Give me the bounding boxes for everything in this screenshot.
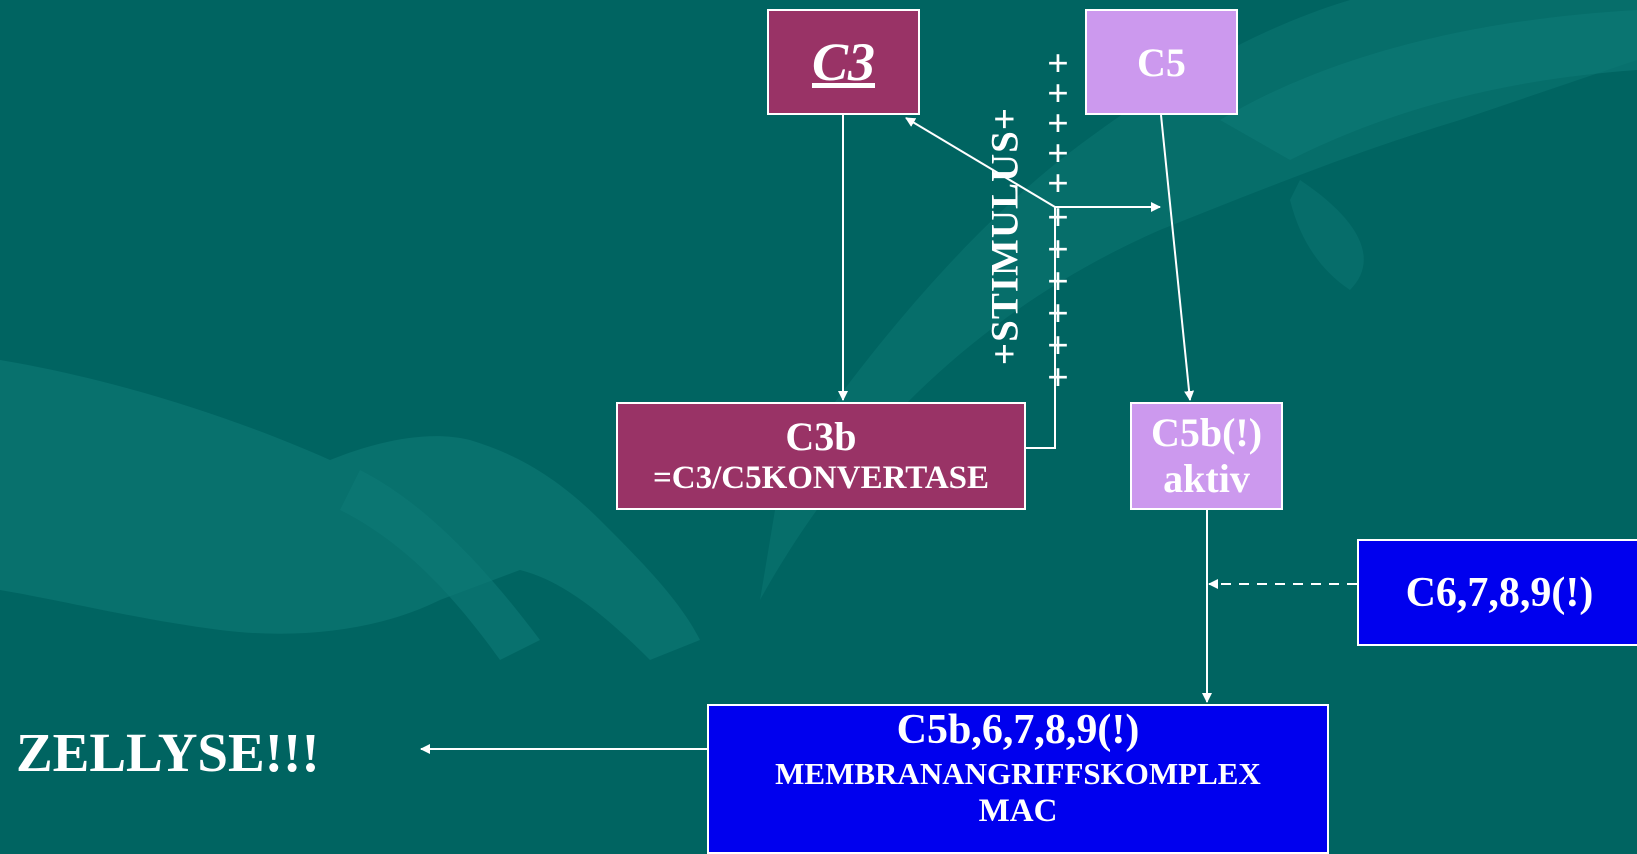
- mac-components-label: C5b,6,7,8,9(!): [896, 707, 1140, 753]
- arrow-c5-to-c5b: [1160, 114, 1195, 401]
- box-c6789: C6,7,8,9(!): [1357, 539, 1637, 646]
- plus-sign: +: [1047, 229, 1069, 271]
- plus-sign: +: [1047, 43, 1069, 85]
- c5-label: C5: [1137, 39, 1186, 85]
- box-c5b-active: C5b(!) aktiv: [1130, 402, 1283, 510]
- plus-sign: +: [1047, 197, 1069, 239]
- box-mac: C5b,6,7,8,9(!) MEMBRANANGRIFFSKOMPLEX MA…: [707, 704, 1329, 854]
- plus-sign: +: [1047, 293, 1069, 335]
- plus-sign: +: [1047, 357, 1069, 399]
- plus-sign: +: [1047, 133, 1069, 175]
- c3b-label: C3b: [785, 414, 857, 460]
- plus-sign: +: [1047, 261, 1069, 303]
- box-c3: C3: [767, 9, 920, 115]
- plus-sign: +: [1047, 163, 1069, 205]
- box-c3b-convertase: C3b =C3/C5KONVERTASE: [616, 402, 1026, 510]
- box-c5: C5: [1085, 9, 1238, 115]
- plus-sign: +: [1047, 73, 1069, 115]
- mac-name-label: MEMBRANANGRIFFSKOMPLEX: [775, 755, 1261, 791]
- c5b-active-label: aktiv: [1163, 456, 1250, 501]
- plus-sign: +: [1047, 103, 1069, 145]
- zellyse-result-label: ZELLYSE!!!: [16, 722, 320, 783]
- c6789-label: C6,7,8,9(!): [1405, 569, 1594, 616]
- arrow-stimulus-to-c3: [905, 117, 1056, 208]
- connector-c3b-to-stimulus: [1026, 207, 1056, 449]
- c5b-label: C5b(!): [1150, 410, 1263, 455]
- plus-sign: +: [1047, 325, 1069, 367]
- c3b-convertase-label: =C3/C5KONVERTASE: [652, 460, 990, 497]
- mac-abbrev-label: MAC: [978, 793, 1058, 830]
- c3-label: C3: [811, 32, 876, 92]
- stimulus-label: +STIMULUS+: [983, 106, 1027, 366]
